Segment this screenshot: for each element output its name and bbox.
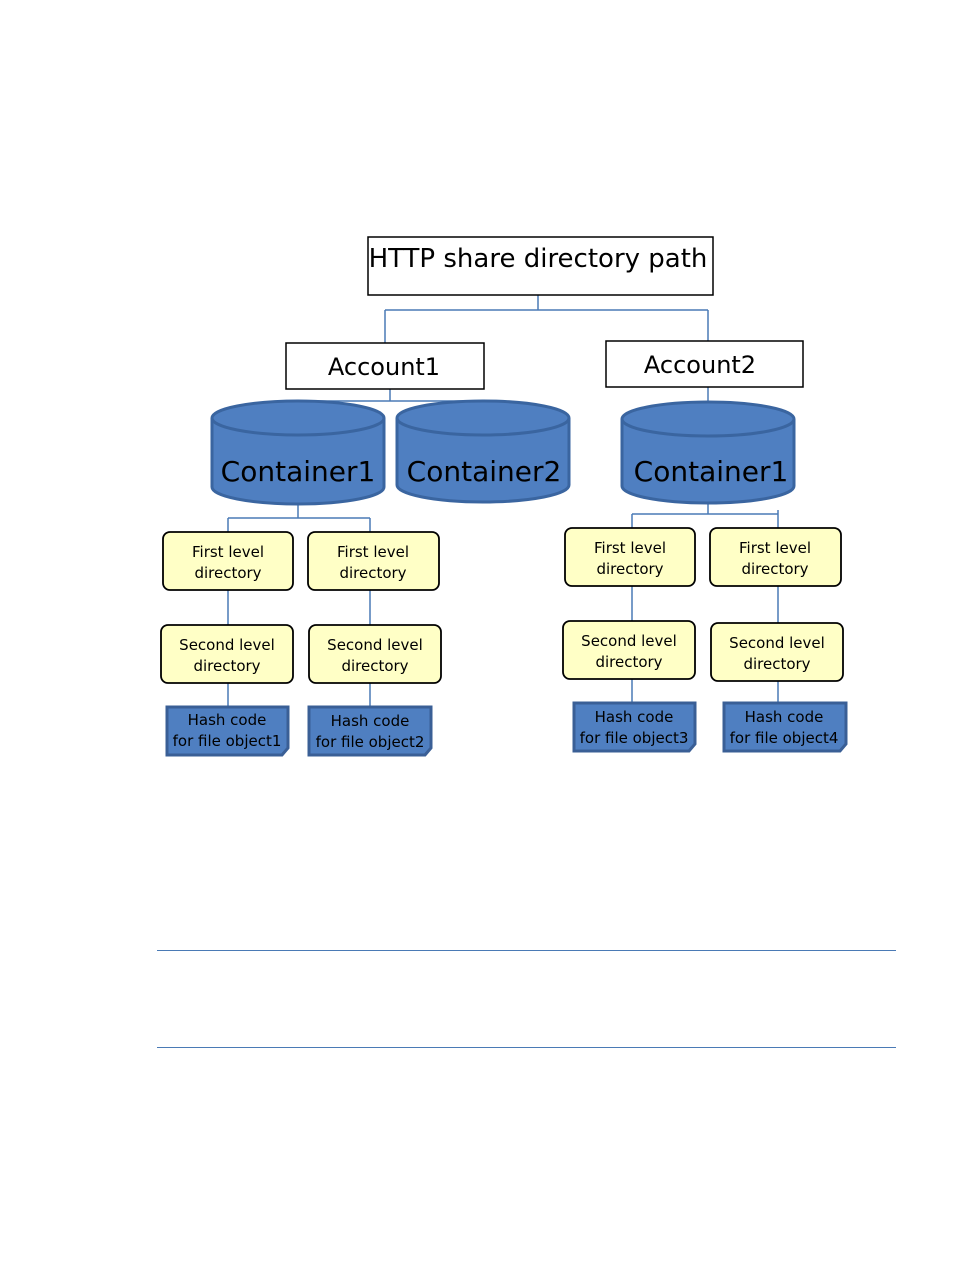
second-level-box-3: [562, 620, 696, 680]
connector-container1-to-first-level: [227, 505, 371, 532]
container-node-3: Container1: [620, 400, 796, 505]
hash-label-4a: Hash code: [745, 708, 824, 726]
container3-label: Container1: [634, 455, 789, 488]
connector-root-to-accounts: [384, 295, 709, 343]
container-node-1: Container1: [210, 399, 386, 506]
second-level-label-3a: Second level: [581, 632, 677, 650]
container2-top: [395, 399, 571, 437]
hash-box-3: [572, 701, 697, 753]
first-level-label-4a: First level: [739, 539, 811, 557]
container2-body: [395, 418, 571, 504]
account2-label: Account2: [644, 351, 756, 379]
first-level-label-2b: directory: [339, 564, 406, 582]
container1-body: [210, 418, 386, 506]
hash-box-4: [722, 701, 848, 753]
hash-code-node-4: Hash code for file object4: [722, 701, 848, 753]
top-divider: [157, 950, 896, 951]
container3-top: [620, 400, 796, 438]
first-level-label-3b: directory: [596, 560, 663, 578]
second-level-label-3b: directory: [595, 653, 662, 671]
first-level-directory-2: First level directory: [307, 531, 440, 591]
first-level-label-4b: directory: [741, 560, 808, 578]
container3-body: [620, 419, 796, 505]
second-level-box-2: [308, 624, 442, 684]
first-level-box-2: [307, 531, 440, 591]
hash-box-2: [307, 705, 433, 757]
connector-container3-to-first-level: [631, 503, 779, 528]
hash-box-1: [165, 705, 290, 757]
second-level-directory-3: Second level directory: [562, 620, 696, 680]
first-level-directory-1: First level directory: [162, 531, 294, 591]
account2-box: [605, 340, 804, 388]
hash-label-2b: for file object2: [316, 733, 425, 751]
container2-label: Container2: [407, 455, 562, 488]
first-level-box-3: [564, 527, 696, 587]
first-level-label-1b: directory: [194, 564, 261, 582]
hash-label-1a: Hash code: [188, 711, 267, 729]
hash-label-2a: Hash code: [331, 712, 410, 730]
first-level-box-4: [709, 527, 842, 587]
account1-label: Account1: [328, 353, 440, 381]
container1-label: Container1: [221, 455, 376, 488]
second-level-directory-4: Second level directory: [710, 622, 844, 682]
first-level-label-3a: First level: [594, 539, 666, 557]
container1-top: [210, 399, 386, 437]
hash-label-3b: for file object3: [580, 729, 689, 747]
second-level-label-4a: Second level: [729, 634, 825, 652]
hash-code-node-3: Hash code for file object3: [572, 701, 697, 753]
hash-code-node-1: Hash code for file object1: [165, 705, 290, 757]
account1-box: [285, 342, 485, 390]
first-level-label-1a: First level: [192, 543, 264, 561]
second-level-box-4: [710, 622, 844, 682]
first-level-directory-4: First level directory: [709, 527, 842, 587]
hash-label-1b: for file object1: [173, 732, 282, 750]
second-level-directory-1: Second level directory: [160, 624, 294, 684]
second-level-label-1b: directory: [193, 657, 260, 675]
bottom-divider: [157, 1047, 896, 1048]
first-level-directory-3: First level directory: [564, 527, 696, 587]
root-label: HTTP share directory path: [369, 244, 708, 274]
account-node-2: Account2: [605, 340, 804, 388]
second-level-box-1: [160, 624, 294, 684]
root-box: [367, 236, 714, 296]
second-level-directory-2: Second level directory: [308, 624, 442, 684]
first-level-box-1: [162, 531, 294, 591]
second-level-label-1a: Second level: [179, 636, 275, 654]
hash-code-node-2: Hash code for file object2: [307, 705, 433, 757]
hash-label-3a: Hash code: [595, 708, 674, 726]
account-node-1: Account1: [285, 342, 485, 390]
hash-label-4b: for file object4: [730, 729, 839, 747]
second-level-label-4b: directory: [743, 655, 810, 673]
container-node-2: Container2: [395, 399, 571, 504]
connectors: [227, 295, 779, 707]
connector-account1-to-containers: [300, 389, 483, 402]
root-node: HTTP share directory path: [367, 236, 714, 296]
first-level-label-2a: First level: [337, 543, 409, 561]
second-level-label-2a: Second level: [327, 636, 423, 654]
second-level-label-2b: directory: [341, 657, 408, 675]
